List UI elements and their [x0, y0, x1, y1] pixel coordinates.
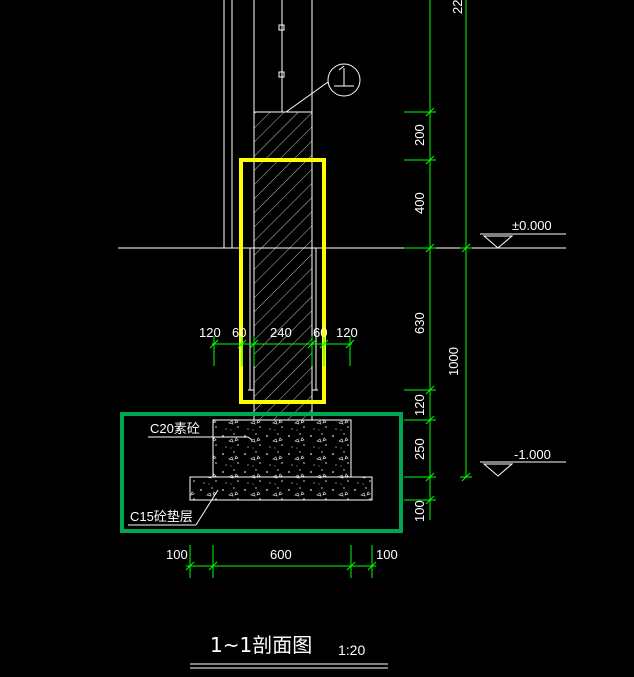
pad-label: C15砼垫层 [128, 489, 219, 526]
dim-400: 400 [412, 192, 427, 214]
svg-text:60: 60 [232, 325, 246, 340]
svg-text:-1.000: -1.000 [514, 447, 551, 462]
svg-text:C20素砼: C20素砼 [150, 421, 200, 436]
dim-100: 100 [412, 500, 427, 522]
footing-dimension-text: 100 600 100 [166, 547, 398, 562]
column-outline [223, 0, 313, 248]
dim-120: 120 [412, 394, 427, 416]
svg-text:±0.000: ±0.000 [512, 218, 552, 233]
svg-text:100: 100 [376, 547, 398, 562]
svg-text:1:20: 1:20 [338, 642, 365, 658]
vertical-dimension-chain [404, 0, 472, 520]
svg-text:60: 60 [313, 325, 327, 340]
dim-630: 630 [412, 312, 427, 334]
svg-text:240: 240 [270, 325, 292, 340]
footing-dimension-line [185, 545, 377, 578]
svg-text:600: 600 [270, 547, 292, 562]
wall-dimension-text: 120 60 240 60 120 [199, 325, 358, 340]
footing-highlight-box [120, 412, 403, 533]
elevation-footing: -1.000 [480, 447, 566, 477]
dim-1000: 1000 [446, 347, 461, 376]
svg-text:120: 120 [336, 325, 358, 340]
c20-concrete-block [212, 419, 352, 478]
svg-text:1~1剖面图: 1~1剖面图 [210, 633, 312, 657]
brick-pier [253, 111, 313, 421]
dim-top-cut: 22 [450, 0, 465, 14]
wall-highlight-box [239, 158, 326, 404]
wall-dimension-line [209, 336, 355, 366]
vertical-dimension-text: 22 200 400 630 120 250 100 1000 [412, 0, 465, 522]
section-mark [285, 63, 361, 113]
c15-pad [189, 476, 373, 501]
svg-text:100: 100 [166, 547, 188, 562]
dim-200: 200 [412, 124, 427, 146]
concrete-label: C20素砼 [148, 421, 253, 441]
svg-text:120: 120 [199, 325, 221, 340]
svg-text:C15砼垫层: C15砼垫层 [130, 509, 193, 524]
dim-250: 250 [412, 438, 427, 460]
elevation-ground: ±0.000 [480, 218, 566, 249]
drawing-title: 1~1剖面图 1:20 [190, 633, 388, 669]
